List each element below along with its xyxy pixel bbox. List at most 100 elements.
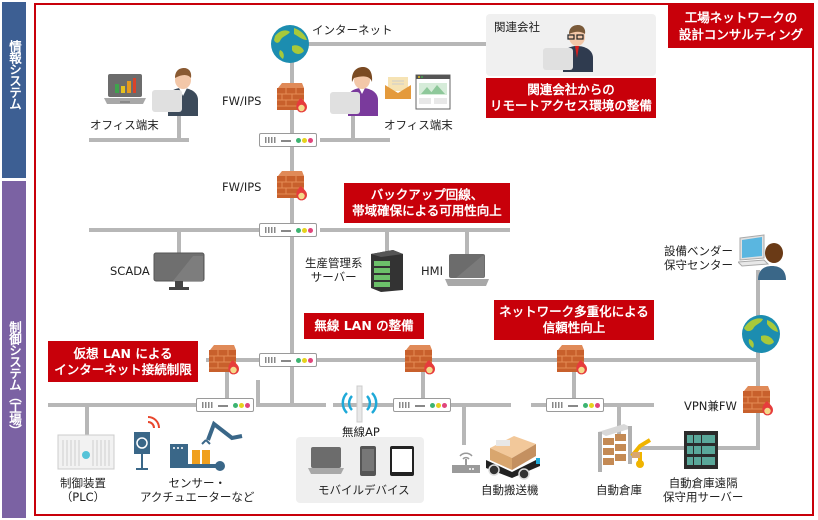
office-lan-right [320,138,390,142]
wireless-ap-icon [341,385,378,423]
production-server-label-line-1: 生産管理系 [305,256,363,270]
diagram-title: 工場ネットワークの 設計コンサルティング [668,4,814,48]
smartphone-icon [360,446,376,476]
internet-label: インターネット [312,23,393,37]
firewall-icon [209,345,239,375]
plc-icon [57,434,115,470]
production-server-label: 生産管理系 サーバー [305,256,363,284]
sensor-actuator-icon [134,416,243,471]
field-lan-2b [451,403,511,407]
sensor-label-line-1: センサー・ [168,476,226,490]
warehouse-server-label: 自動倉庫遠隔 保守用サーバー [663,476,743,504]
drop-hmi [465,230,469,256]
callout-backup-line-2: 帯域確保による可用性向上 [352,203,502,218]
field-lan-1b [256,403,326,407]
title-line-1: 工場ネットワークの [684,10,798,25]
drop-fw2 [421,370,425,398]
plc-label-line-1: 制御装置 [60,476,106,490]
callout-vlan: 仮想 LAN による インターネット接続制限 [48,341,198,382]
diagram-frame [34,3,814,516]
link-internet-affiliate [292,42,492,46]
callout-wireless-lan-line-1: 無線 LAN の整備 [314,318,414,333]
firewall-icon [557,345,587,375]
affiliate-label: 関連会社 [494,20,540,34]
vendor-center-label: 設備ベンダー 保守センター [664,244,733,272]
callout-redundancy-line-1: ネットワーク多重化による [499,304,649,319]
callout-remote-access-line-1: 関連会社からの [527,82,615,97]
globe-icon [271,25,309,63]
vendor-center-label-line-1: 設備ベンダー [664,244,733,258]
switch-control [259,223,317,237]
wifi-router-icon [452,452,480,473]
affiliate-worker-icon [543,25,593,72]
callout-redundancy: ネットワーク多重化による 信頼性向上 [494,300,654,340]
sensor-actuator-label: センサー・ アクチュエーターなど [140,476,254,504]
scada-label: SCADA [110,264,150,278]
sidebar-control-system-label: 制御システム（工場） [7,321,22,436]
drop-office-right [351,112,355,140]
production-server-label-line-2: サーバー [310,270,357,284]
field-lan-2a [333,403,393,407]
firewall-icon [405,345,435,375]
firewall-icon [277,171,307,201]
firewall-icon [743,386,773,416]
office-lan-left [89,138,189,142]
globe-icon [742,315,780,353]
web-page-icon [415,74,451,110]
drop-fw3 [572,370,576,398]
vendor-operator-icon [738,234,786,280]
auto-warehouse-label: 自動倉庫 [596,483,642,497]
redundant-ring [206,358,756,362]
office-left-label: オフィス端末 [90,118,159,132]
callout-remote-access-line-2: リモートアクセス環境の整備 [490,98,652,113]
callout-wireless-lan: 無線 LAN の整備 [304,313,424,339]
tablet-icon [390,446,414,476]
title-line-2: 設計コンサルティング [678,27,804,42]
mail-icon [385,77,411,99]
vendor-center-label-line-2: 保守センター [664,258,733,272]
drop-office-left [177,112,181,140]
hmi-label: HMI [421,264,443,278]
agv-icon [486,436,540,480]
drop-warehouse [617,405,621,435]
drop-agv-ap [462,405,466,445]
wireless-ap-label: 無線AP [342,425,380,439]
mobile-devices-label: モバイルデバイス [318,483,410,497]
drop-fw1 [225,370,229,398]
field-lan-1a [48,403,198,407]
sidebar-info-system-label: 情報システム [7,40,22,109]
fw-ips-top-label: FW/IPS [222,94,262,108]
monitor-icon [153,252,205,290]
sidebar-control-system: 制御システム（工場） [2,181,26,518]
office-worker-icon [152,68,198,116]
laptop-icon [445,254,489,286]
sensor-label-line-2: アクチュエーターなど [140,490,255,504]
control-lan-left [89,228,261,232]
firewall-icon [277,83,307,113]
plc-label: 制御装置 （PLC） [60,476,106,504]
warehouse-server-label-line-2: 保守用サーバー [663,490,744,504]
callout-vlan-line-2: インターネット接続制限 [54,361,192,377]
drop-scada [177,230,181,256]
auto-warehouse-icon [598,424,652,472]
warehouse-server-label-line-1: 自動倉庫遠隔 [668,476,738,490]
sidebar-info-system: 情報システム [2,2,26,178]
drop-server [385,230,389,252]
control-lan-right [320,228,510,232]
callout-remote-access: 関連会社からの リモートアクセス環境の整備 [486,78,656,118]
rack-server-icon [684,431,718,469]
switch-ring [259,353,317,367]
vpn-fw-label: VPN兼FW [684,399,737,413]
link-vendor-vpn [756,270,760,450]
agv-label: 自動搬送機 [481,483,539,497]
office-worker-female-icon [330,67,378,116]
laptop-icon [308,447,344,474]
callout-backup-line-1: バックアップ回線、 [370,187,484,202]
switch-field-3 [546,398,604,412]
switch-office [259,133,317,147]
callout-redundancy-line-2: 信頼性向上 [542,320,606,335]
callout-backup-line: バックアップ回線、 帯域確保による可用性向上 [344,183,510,223]
drop-plc [85,405,89,435]
fw-ips-mid-label: FW/IPS [222,180,262,194]
laptop-chart-icon [104,74,146,104]
